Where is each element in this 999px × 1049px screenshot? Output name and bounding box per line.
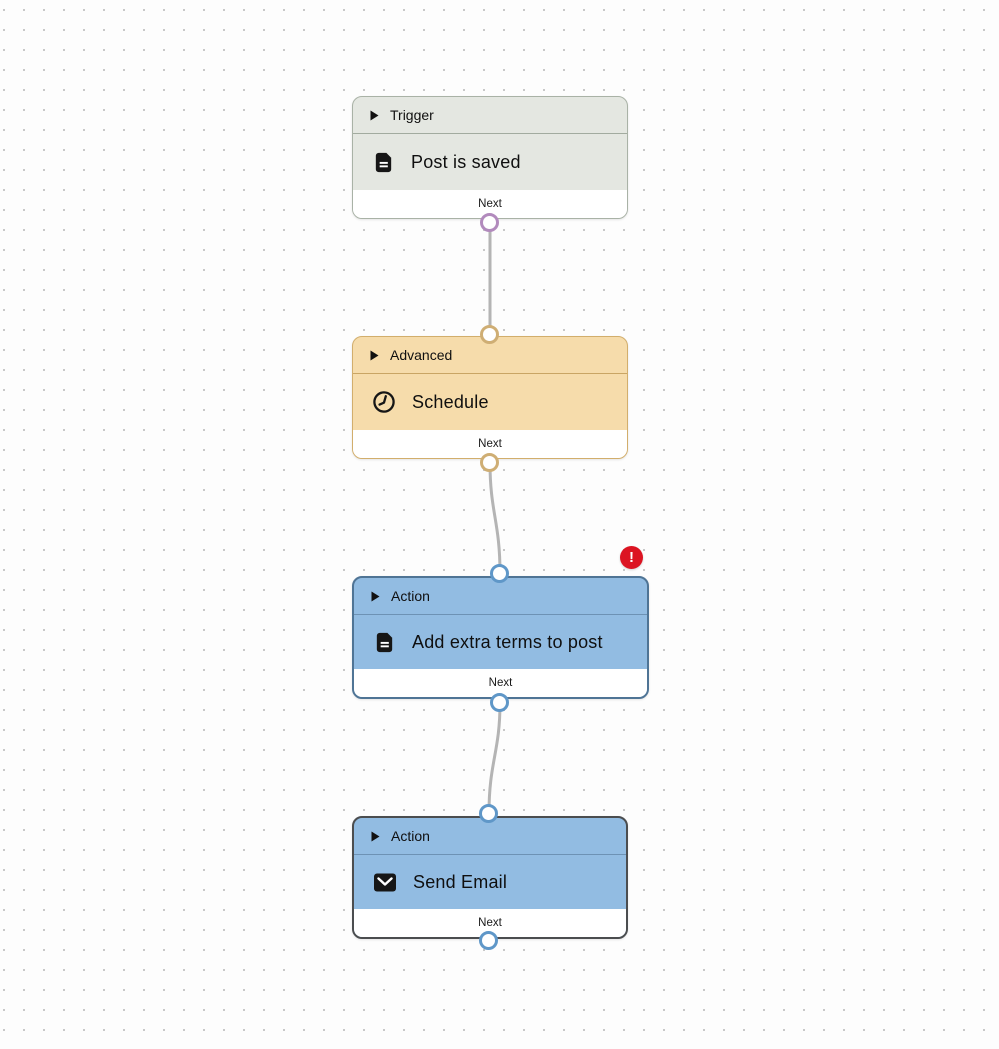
node-header[interactable]: Advanced <box>353 337 627 374</box>
connector-edge[interactable] <box>487 701 502 815</box>
node-header[interactable]: Action <box>354 578 647 615</box>
node-trigger[interactable]: Trigger Post is saved Next <box>352 96 628 219</box>
connector-edge[interactable] <box>488 461 502 575</box>
output-port[interactable] <box>490 693 509 712</box>
input-port[interactable] <box>479 804 498 823</box>
output-port[interactable] <box>480 453 499 472</box>
mail-icon <box>373 871 397 894</box>
input-port[interactable] <box>490 564 509 583</box>
clock-icon <box>372 390 396 414</box>
node-advanced[interactable]: Advanced Schedule Next <box>352 336 628 459</box>
node-body[interactable]: Add extra terms to post <box>354 615 647 669</box>
next-label: Next <box>478 438 502 450</box>
error-exclamation-icon: ! <box>629 549 634 566</box>
next-label: Next <box>478 198 502 210</box>
node-footer: Next <box>354 669 647 697</box>
node-title: Add extra terms to post <box>412 631 603 652</box>
document-icon <box>373 631 396 654</box>
node-category-label: Trigger <box>390 107 434 123</box>
node-title: Send Email <box>413 871 508 892</box>
node-body[interactable]: Send Email <box>354 855 626 909</box>
next-label: Next <box>488 677 513 689</box>
node-body[interactable]: Schedule <box>353 374 627 430</box>
error-badge[interactable]: ! <box>620 546 643 569</box>
node-header[interactable]: Action <box>354 818 626 855</box>
node-category-label: Advanced <box>390 347 453 363</box>
output-port[interactable] <box>479 931 498 950</box>
node-body[interactable]: Post is saved <box>353 134 627 190</box>
input-port[interactable] <box>480 325 499 344</box>
output-port[interactable] <box>480 213 499 232</box>
node-category-label: Action <box>391 828 430 844</box>
collapse-triangle-icon[interactable] <box>370 110 379 121</box>
document-icon <box>372 151 395 174</box>
node-title: Schedule <box>412 391 489 412</box>
next-label: Next <box>478 917 502 929</box>
node-category-label: Action <box>391 588 430 604</box>
collapse-triangle-icon[interactable] <box>371 831 380 842</box>
collapse-triangle-icon[interactable] <box>371 591 380 602</box>
node-title: Post is saved <box>411 151 521 172</box>
collapse-triangle-icon[interactable] <box>370 350 379 361</box>
node-action-send-email[interactable]: Action Send Email Next <box>352 816 628 939</box>
node-action-add-extra-terms[interactable]: Action Add extra terms to post Next <box>352 576 649 699</box>
node-header[interactable]: Trigger <box>353 97 627 134</box>
